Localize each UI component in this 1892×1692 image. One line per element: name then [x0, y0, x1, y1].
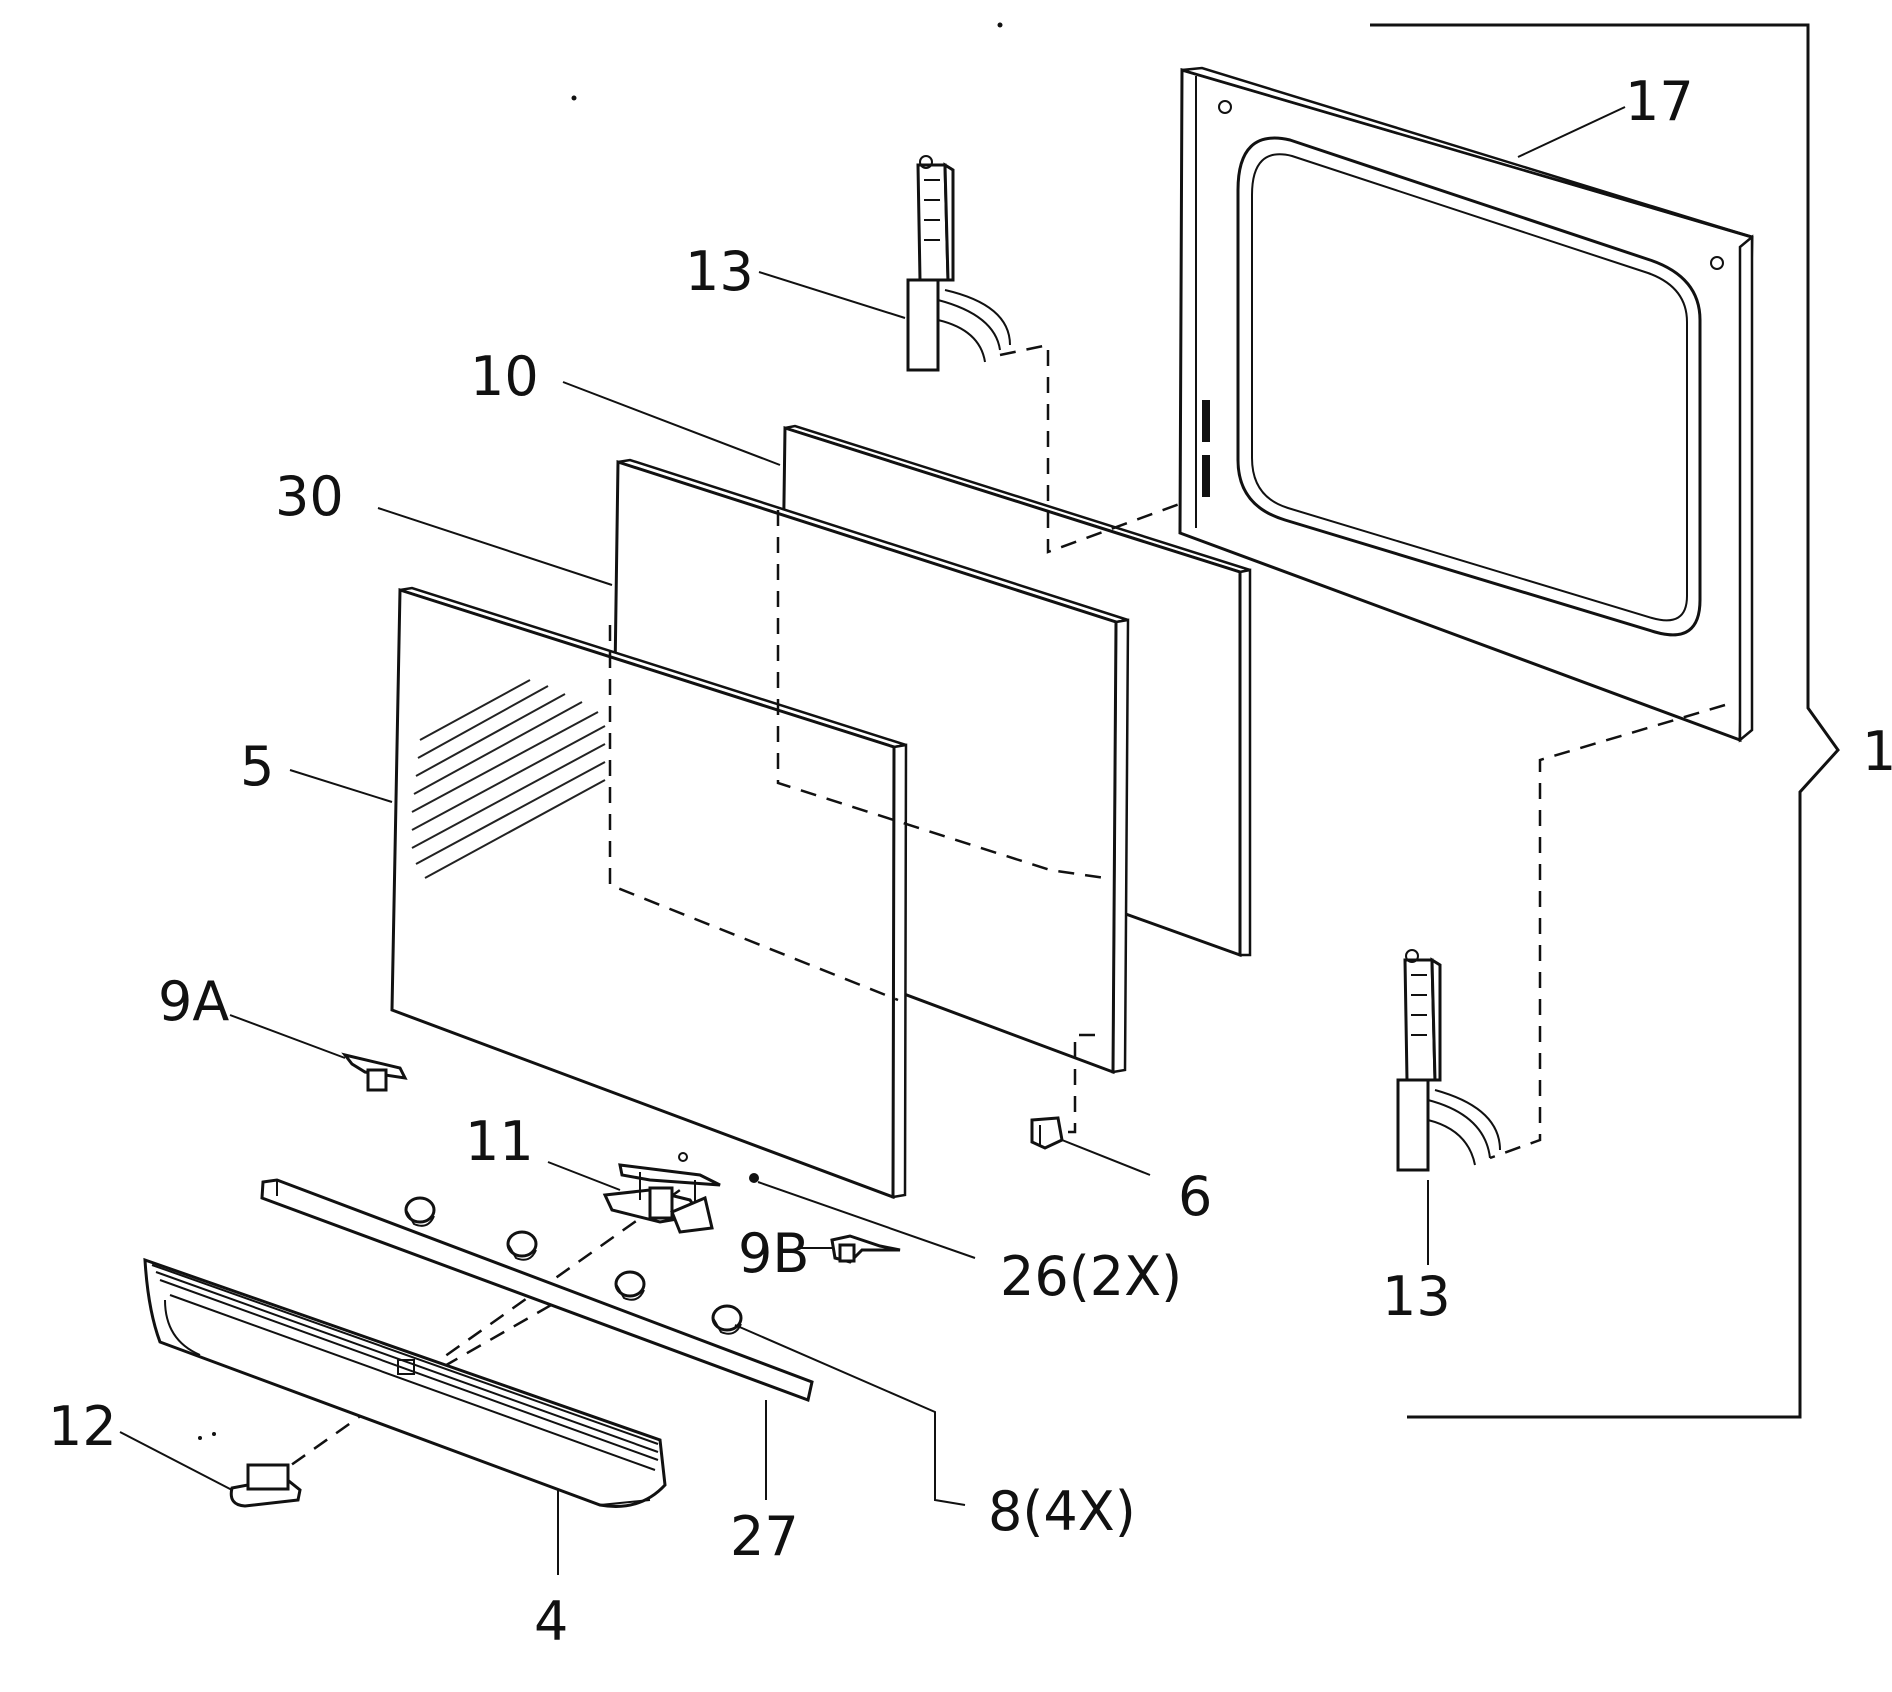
spacer-3	[614, 1270, 646, 1301]
label-part-9b: 9B	[738, 1222, 809, 1285]
label-part-13-top: 13	[685, 240, 754, 303]
scan-specks	[198, 22, 1003, 1440]
label-part-5: 5	[240, 735, 274, 798]
label-part-9a: 9A	[158, 970, 229, 1033]
bracket-9b	[830, 1234, 901, 1264]
hinge-13-bottom	[1396, 949, 1501, 1172]
assembly-guide-lines	[269, 343, 1726, 1482]
label-part-4: 4	[534, 1590, 568, 1653]
label-part-17: 17	[1625, 70, 1694, 133]
label-part-6: 6	[1178, 1165, 1212, 1228]
leader-lines	[119, 106, 1626, 1575]
door-trim-4	[143, 1257, 667, 1508]
spacers-8	[404, 1196, 743, 1335]
hinge-13-top	[906, 155, 1011, 372]
screws-26	[749, 1173, 759, 1183]
front-glass-panel-5	[390, 586, 908, 1200]
spacer-2	[506, 1230, 538, 1261]
label-part-30: 30	[275, 465, 344, 528]
label-part-10: 10	[470, 345, 539, 408]
glass-clip-6	[1030, 1116, 1064, 1150]
label-part-12: 12	[48, 1395, 117, 1458]
bracket-9a	[341, 1052, 408, 1092]
latch-assembly-11	[602, 1152, 721, 1234]
label-part-27: 27	[730, 1505, 799, 1568]
label-part-1: 1	[1862, 720, 1892, 783]
label-part-26: 26(2X)	[1000, 1245, 1182, 1308]
part-labels: 1 17 13 10 30 5 9A 11 6 9B 26(2X) 13 12 …	[48, 70, 1892, 1653]
spacer-4	[711, 1304, 743, 1335]
spacer-1	[404, 1196, 436, 1227]
label-part-11: 11	[465, 1110, 534, 1173]
inner-door-frame-17	[1178, 66, 1754, 743]
latch-knob-12	[229, 1463, 302, 1508]
label-part-13-bottom: 13	[1382, 1265, 1451, 1328]
label-part-8: 8(4X)	[988, 1480, 1136, 1543]
assembly-bracket	[1370, 23, 1840, 1419]
handle-bar-27	[260, 1178, 814, 1403]
